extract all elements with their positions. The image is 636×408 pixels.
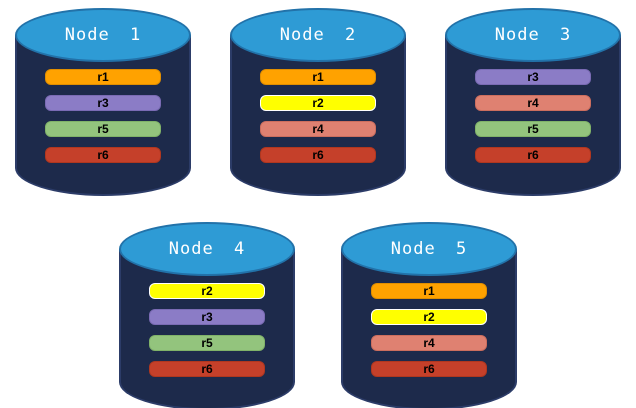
replica-bar-r4: r4 <box>371 335 487 351</box>
node-label: Node 3 <box>494 25 572 45</box>
replica-bar-r1: r1 <box>260 69 376 85</box>
node-row-top: Node 1 r1 r3 r5 r6 Node 2 r1 r2 r4 r6 Node 3 r3 r4 r5… <box>0 0 636 196</box>
node-cylinder: Node 1 r1 r3 r5 r6 <box>15 8 191 196</box>
replica-label: r4 <box>527 96 539 110</box>
replica-bar-r2: r2 <box>260 95 376 111</box>
replica-label: r5 <box>201 336 213 350</box>
replica-label: r4 <box>423 336 435 350</box>
replica-label: r6 <box>527 148 539 162</box>
replica-label: r2 <box>423 310 435 324</box>
replica-label: r3 <box>201 310 213 324</box>
replica-bar-list: r1 r3 r5 r6 <box>15 69 191 163</box>
replica-label: r5 <box>97 122 109 136</box>
node-cylinder: Node 2 r1 r2 r4 r6 <box>230 8 406 196</box>
replica-bar-r6: r6 <box>260 147 376 163</box>
replica-bar-list: r3 r4 r5 r6 <box>445 69 621 163</box>
replica-label: r6 <box>423 362 435 376</box>
cylinder-top: Node 4 <box>119 222 295 276</box>
replica-bar-r2: r2 <box>371 309 487 325</box>
replica-bar-r4: r4 <box>260 121 376 137</box>
node-label: Node 2 <box>279 25 357 45</box>
replica-bar-r3: r3 <box>475 69 591 85</box>
replica-label: r6 <box>201 362 213 376</box>
replica-bar-list: r1 r2 r4 r6 <box>230 69 406 163</box>
replica-label: r2 <box>312 96 324 110</box>
replica-bar-r1: r1 <box>45 69 161 85</box>
replica-bar-r6: r6 <box>475 147 591 163</box>
replica-label: r1 <box>312 70 324 84</box>
replica-bar-r1: r1 <box>371 283 487 299</box>
cylinder-top: Node 3 <box>445 8 621 62</box>
node-cylinder: Node 3 r3 r4 r5 r6 <box>445 8 621 196</box>
node-label: Node 5 <box>390 239 468 259</box>
replica-label: r3 <box>97 96 109 110</box>
node-cylinder: Node 5 r1 r2 r4 r6 <box>341 222 517 408</box>
node-label: Node 4 <box>168 239 246 259</box>
cylinder-top: Node 2 <box>230 8 406 62</box>
replica-label: r1 <box>423 284 435 298</box>
replica-label: r6 <box>312 148 324 162</box>
replica-bar-r5: r5 <box>45 121 161 137</box>
replica-bar-r5: r5 <box>475 121 591 137</box>
replica-bar-r2: r2 <box>149 283 265 299</box>
cylinder-top: Node 5 <box>341 222 517 276</box>
replica-bar-r6: r6 <box>45 147 161 163</box>
replica-label: r1 <box>97 70 109 84</box>
replica-bar-r6: r6 <box>149 361 265 377</box>
replica-label: r6 <box>97 148 109 162</box>
node-cylinder: Node 4 r2 r3 r5 r6 <box>119 222 295 408</box>
replica-bar-list: r1 r2 r4 r6 <box>341 283 517 377</box>
replica-label: r5 <box>527 122 539 136</box>
replica-bar-r4: r4 <box>475 95 591 111</box>
replica-bar-list: r2 r3 r5 r6 <box>119 283 295 377</box>
replica-label: r3 <box>527 70 539 84</box>
node-row-bottom: Node 4 r2 r3 r5 r6 Node 5 r1 r2 r4 r6 <box>0 222 636 408</box>
replica-bar-r5: r5 <box>149 335 265 351</box>
replica-bar-r6: r6 <box>371 361 487 377</box>
replica-label: r2 <box>201 284 213 298</box>
replica-bar-r3: r3 <box>45 95 161 111</box>
cylinder-top: Node 1 <box>15 8 191 62</box>
replica-bar-r3: r3 <box>149 309 265 325</box>
node-label: Node 1 <box>64 25 142 45</box>
replica-label: r4 <box>312 122 324 136</box>
